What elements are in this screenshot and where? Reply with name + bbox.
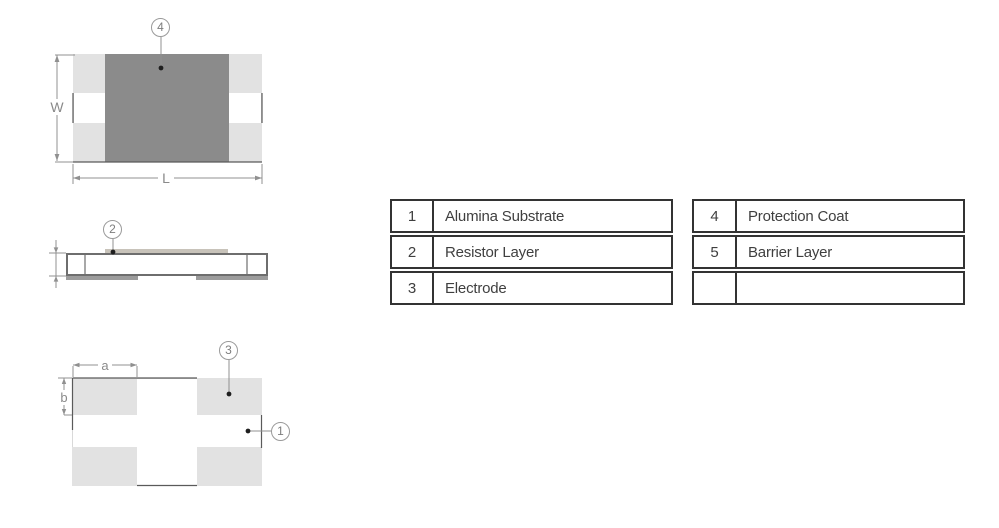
width-dimension-label: W [49, 99, 65, 115]
side-view-resistor-strip [105, 249, 228, 255]
top-view-pad-top-left [73, 54, 105, 93]
legend-table-left: 1 Alumina Substrate 2 Resistor Layer 3 E… [390, 199, 673, 307]
legend-row: 4 Protection Coat [692, 199, 965, 233]
length-dimension-label: L [158, 170, 174, 186]
top-view-pad-bottom-right [229, 123, 262, 162]
legend-label: Resistor Layer [445, 243, 539, 261]
legend-number: 1 [392, 201, 434, 231]
legend-row [692, 271, 965, 305]
legend-label: Barrier Layer [748, 243, 833, 261]
top-view-protection-coat-area [105, 54, 229, 162]
legend-number: 3 [392, 273, 434, 303]
legend-label: Protection Coat [748, 207, 849, 225]
legend-row: 3 Electrode [390, 271, 673, 305]
legend-label [737, 273, 963, 303]
legend-row: 2 Resistor Layer [390, 235, 673, 269]
legend-label: Electrode [445, 279, 507, 297]
legend-number: 5 [694, 237, 737, 267]
callout-protection-coat: 4 [151, 18, 170, 37]
side-view-substrate-body [66, 253, 268, 276]
legend-table-right: 4 Protection Coat 5 Barrier Layer [692, 199, 965, 307]
legend-number [694, 273, 737, 303]
callout-electrode: 3 [219, 341, 238, 360]
bottom-view-pad-top-left [72, 378, 137, 415]
legend-row: 1 Alumina Substrate [390, 199, 673, 233]
pad-height-dimension-label: b [57, 390, 71, 405]
callout-resistor-layer: 2 [103, 220, 122, 239]
pad-width-dimension-label: a [98, 358, 112, 373]
top-view-pad-top-right [229, 54, 262, 93]
side-view-bottom-electrode-left [66, 276, 138, 280]
legend-number: 2 [392, 237, 434, 267]
bottom-view-pad-top-right [197, 378, 262, 415]
legend-label: Alumina Substrate [445, 207, 565, 225]
top-view-pad-bottom-left [73, 123, 105, 162]
legend-number: 4 [694, 201, 737, 231]
bottom-view-pad-bottom-left [72, 447, 137, 486]
bottom-view-pad-bottom-right [197, 447, 262, 486]
callout-alumina-substrate: 1 [271, 422, 290, 441]
legend-row: 5 Barrier Layer [692, 235, 965, 269]
side-view-bottom-electrode-right [196, 276, 268, 280]
